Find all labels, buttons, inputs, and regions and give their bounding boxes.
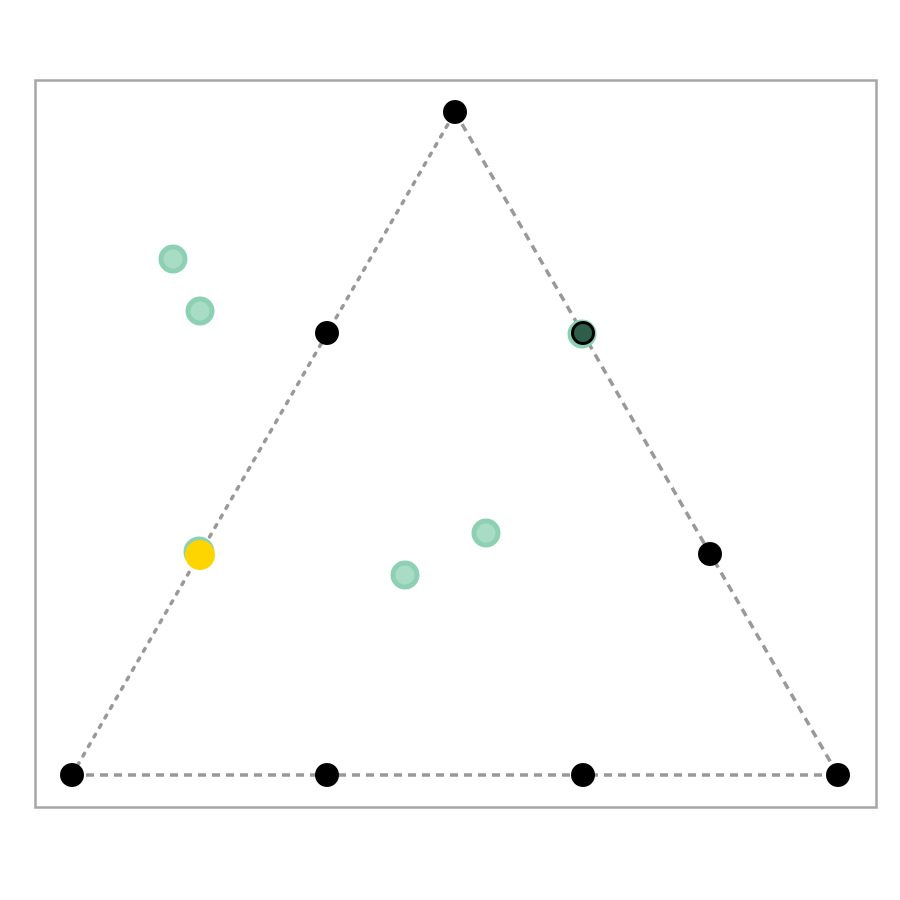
- vertex-right-side-lower: [698, 542, 722, 566]
- sample-points: [158, 244, 597, 590]
- highlight-point-dark-green: [574, 324, 592, 342]
- vertex-left-corner: [60, 763, 84, 787]
- sample-point: [471, 518, 501, 548]
- vertex-left-side-upper: [315, 321, 339, 345]
- sample-point: [390, 560, 420, 590]
- plot-frame: [34, 79, 878, 809]
- vertex-base-right: [571, 763, 595, 787]
- vertex-apex: [443, 100, 467, 124]
- vertex-markers: [60, 100, 850, 787]
- vertex-base-left: [315, 763, 339, 787]
- highlight-point-yellow: [185, 540, 215, 570]
- vertex-right-corner: [826, 763, 850, 787]
- sample-point: [185, 296, 215, 326]
- sample-point: [158, 244, 188, 274]
- triangle-edges: [70, 110, 840, 777]
- highlighted-points: [185, 324, 592, 570]
- edge-left-side: [70, 110, 457, 777]
- edge-right-side: [453, 111, 840, 776]
